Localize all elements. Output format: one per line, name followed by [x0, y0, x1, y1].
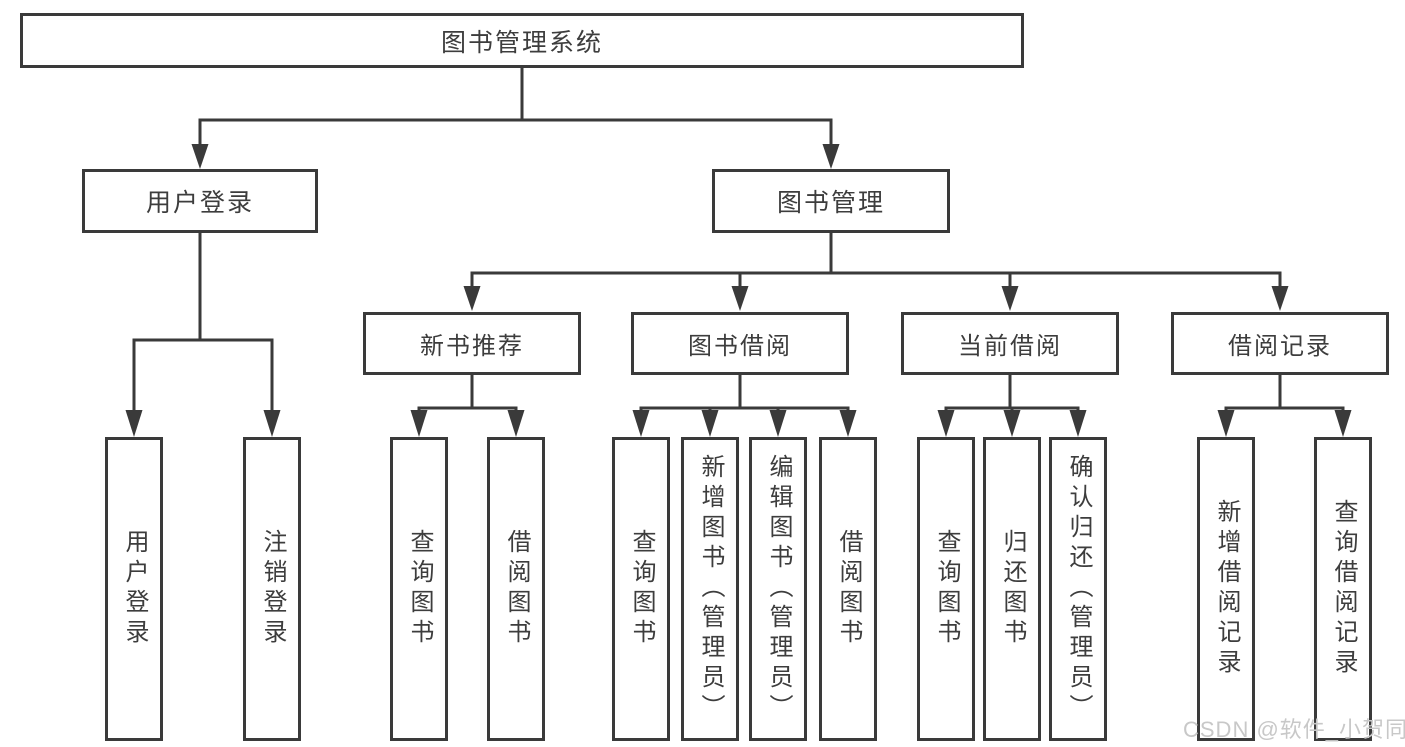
node-borrow-record-label: 借阅记录 — [1228, 333, 1332, 360]
leaf-current-query: 查询图书 — [917, 437, 975, 741]
leaf-record-query-label: 查询借阅记录 — [1330, 499, 1357, 679]
node-current-borrow: 当前借阅 — [901, 312, 1119, 375]
leaf-record-add-label: 新增借阅记录 — [1213, 499, 1240, 679]
csdn-watermark: CSDN @软件_小贺同学 — [1183, 717, 1405, 742]
leaf-current-confirm-admin: 确认归还（管理员） — [1049, 437, 1107, 741]
leaf-newbook-query-label: 查询图书 — [406, 529, 433, 649]
node-root-label: 图书管理系统 — [440, 28, 603, 57]
node-book-management: 图书管理 — [712, 169, 950, 233]
leaf-user-login-label: 用户登录 — [121, 529, 148, 649]
leaf-borrow-add-admin-label: 新增图书（管理员） — [697, 454, 724, 724]
node-root: 图书管理系统 — [20, 13, 1024, 68]
node-borrow-record: 借阅记录 — [1171, 312, 1389, 375]
leaf-logout: 注销登录 — [243, 437, 301, 741]
node-current-borrow-label: 当前借阅 — [958, 333, 1062, 360]
leaf-current-return: 归还图书 — [983, 437, 1041, 741]
node-new-book-recommend: 新书推荐 — [363, 312, 581, 375]
node-book-borrow: 图书借阅 — [631, 312, 849, 375]
leaf-borrow-query-label: 查询图书 — [628, 529, 655, 649]
leaf-borrow-edit-admin-label: 编辑图书（管理员） — [765, 454, 792, 724]
node-new-book-recommend-label: 新书推荐 — [420, 333, 524, 360]
leaf-borrow-borrow-label: 借阅图书 — [835, 529, 862, 649]
node-book-borrow-label: 图书借阅 — [688, 333, 792, 360]
node-user-login-label: 用户登录 — [145, 189, 254, 217]
leaf-borrow-add-admin: 新增图书（管理员） — [681, 437, 739, 741]
leaf-record-add: 新增借阅记录 — [1197, 437, 1255, 741]
leaf-current-query-label: 查询图书 — [933, 529, 960, 649]
leaf-borrow-borrow: 借阅图书 — [819, 437, 877, 741]
leaf-borrow-edit-admin: 编辑图书（管理员） — [749, 437, 807, 741]
leaf-newbook-query: 查询图书 — [390, 437, 448, 741]
node-user-login: 用户登录 — [82, 169, 318, 233]
leaf-user-login: 用户登录 — [105, 437, 163, 741]
leaf-newbook-borrow-label: 借阅图书 — [503, 529, 530, 649]
leaf-newbook-borrow: 借阅图书 — [487, 437, 545, 741]
leaf-current-confirm-admin-label: 确认归还（管理员） — [1065, 454, 1092, 724]
leaf-record-query: 查询借阅记录 — [1314, 437, 1372, 741]
leaf-logout-label: 注销登录 — [259, 529, 286, 649]
leaf-current-return-label: 归还图书 — [999, 529, 1026, 649]
leaf-borrow-query: 查询图书 — [612, 437, 670, 741]
node-book-management-label: 图书管理 — [776, 189, 885, 217]
